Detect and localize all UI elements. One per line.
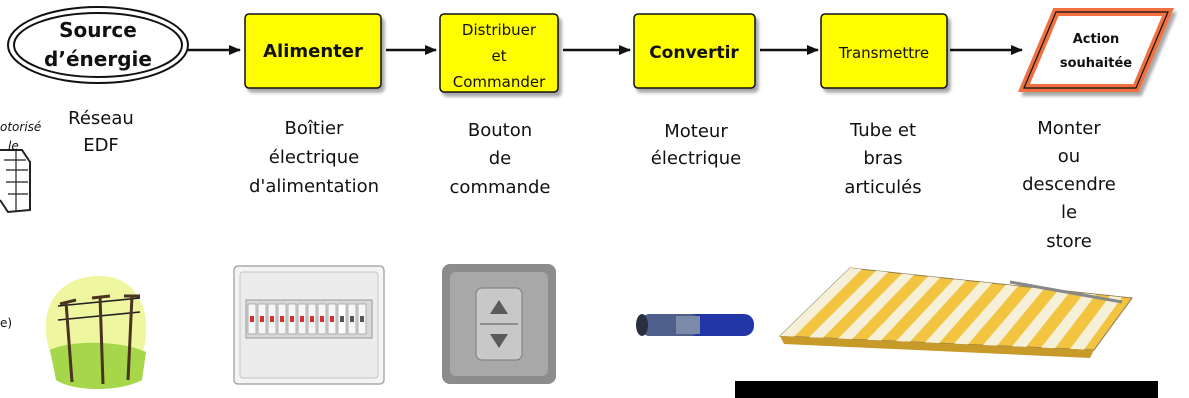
wall-switch-illustration: [442, 264, 556, 384]
source-label-line1: Source: [59, 18, 137, 42]
distribuer-label-line2: et: [491, 47, 506, 65]
monter-line5: store: [1046, 231, 1092, 252]
monter-line4: le: [1061, 202, 1077, 223]
breaker-toggle: [360, 316, 364, 322]
function-box-alimenter: Alimenter: [244, 13, 382, 89]
component-label-moteur: Moteur électrique: [651, 121, 741, 169]
breaker-toggle: [320, 316, 324, 322]
awning-stripe: [1012, 290, 1070, 347]
awning-stripe: [983, 287, 1044, 346]
awning-stripe: [780, 268, 862, 337]
tube-line3: articulés: [844, 177, 921, 198]
breaker-toggle: [250, 316, 254, 322]
breaker-toggle: [340, 316, 344, 322]
fragment-text-bottom: e): [0, 316, 12, 330]
component-label-boitier: Boîtier électrique d'alimentation: [249, 118, 379, 197]
electrical-panel-illustration: [233, 265, 385, 385]
reseau-line2: EDF: [83, 135, 119, 156]
breaker-toggle: [330, 316, 334, 322]
boitier-line1: Boîtier: [285, 118, 344, 139]
breaker-toggle: [260, 316, 264, 322]
action-label-line1: Action: [1073, 32, 1120, 47]
awning-stripe: [1041, 293, 1096, 349]
awning-stripe: [954, 284, 1018, 345]
source-energie-node: Source d’énergie: [7, 6, 189, 84]
monter-line2: ou: [1058, 146, 1080, 167]
boitier-line3: d'alimentation: [249, 176, 379, 197]
monter-line1: Monter: [1037, 118, 1101, 139]
bouton-line3: commande: [450, 177, 551, 198]
boitier-line2: électrique: [269, 147, 359, 168]
bouton-line1: Bouton: [468, 120, 532, 141]
alimenter-label: Alimenter: [263, 41, 363, 62]
tubular-motor-illustration: [636, 314, 754, 336]
power-lines-illustration: [45, 275, 147, 389]
function-box-distribuer: Distribuer et Commander: [439, 13, 559, 93]
black-redaction-bar: [735, 381, 1158, 398]
transmettre-label: Transmettre: [838, 44, 929, 62]
tube-line1: Tube et: [849, 120, 916, 141]
monter-line3: descendre: [1022, 174, 1116, 195]
awning-stripe: [867, 276, 940, 341]
breaker-toggle: [310, 316, 314, 322]
fragment-text-top: otorisé: [0, 120, 41, 134]
awning-stripe: [896, 279, 966, 342]
component-label-tube: Tube et bras articulés: [844, 120, 921, 198]
function-box-convertir: Convertir: [633, 13, 756, 89]
action-souhaitee-node: Action souhaitée: [1017, 7, 1175, 92]
component-label-reseau: Réseau EDF: [68, 108, 134, 156]
distribuer-label-line3: Commander: [453, 73, 546, 91]
component-label-monter: Monter ou descendre le store: [1022, 118, 1116, 252]
moteur-line1: Moteur: [664, 121, 728, 142]
awning-stripe: [838, 273, 914, 340]
cropped-awning-sketch: [0, 149, 31, 214]
awning-stripe: [809, 270, 888, 338]
breaker-toggle: [270, 316, 274, 322]
awning-stripe: [1070, 296, 1122, 350]
breaker-toggle: [350, 316, 354, 322]
awning-illustration: [778, 267, 1133, 358]
moteur-line2: électrique: [651, 148, 741, 169]
breaker-toggle: [280, 316, 284, 322]
breaker-toggle: [290, 316, 294, 322]
tube-line2: bras: [863, 148, 902, 169]
source-label-line2: d’énergie: [44, 47, 152, 71]
bouton-line2: de: [489, 148, 512, 169]
fragment-text-top-2: le: [8, 139, 19, 153]
convertir-label: Convertir: [649, 43, 739, 63]
action-label-line2: souhaitée: [1060, 56, 1132, 71]
breaker-toggle: [300, 316, 304, 322]
reseau-line1: Réseau: [68, 108, 134, 129]
function-box-transmettre: Transmettre: [820, 13, 948, 89]
distribuer-label-line1: Distribuer: [462, 21, 537, 39]
awning-stripe: [925, 282, 992, 344]
component-label-bouton: Bouton de commande: [450, 120, 551, 198]
